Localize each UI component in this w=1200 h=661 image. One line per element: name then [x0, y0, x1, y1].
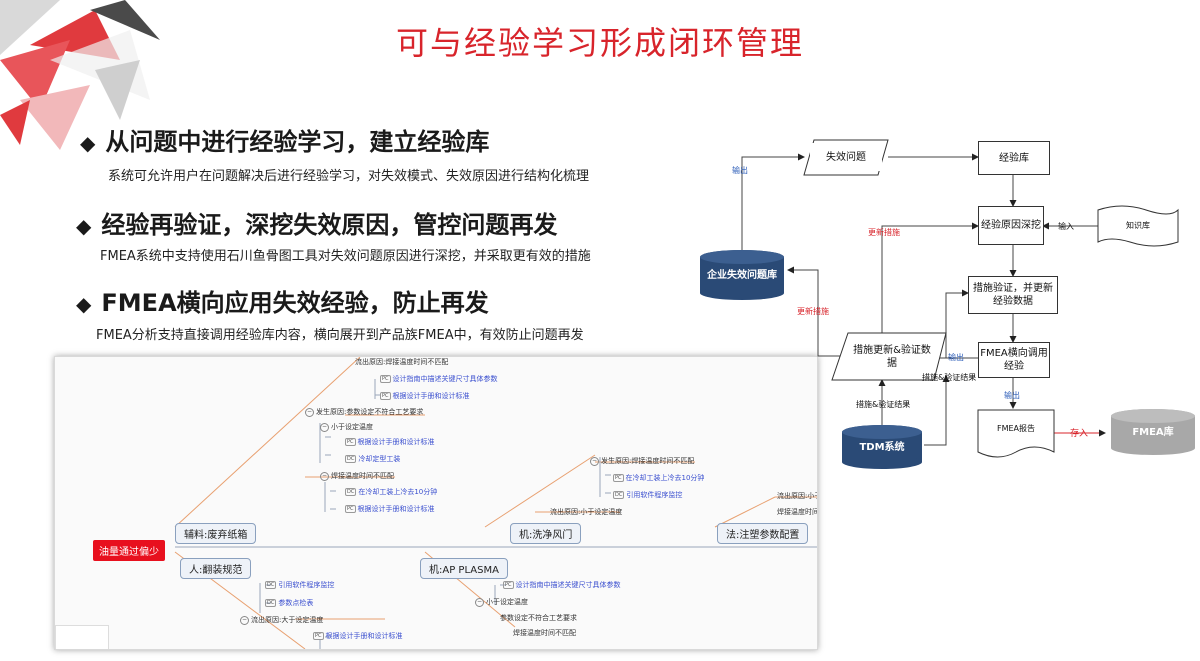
- diamond-icon: ◆: [76, 292, 92, 316]
- flow-label-measure-result: 措施&验证结果: [922, 373, 977, 382]
- fishbone-cause: −发生原因:焊接温度时间不匹配: [590, 456, 695, 466]
- flow-label-output: 输出: [948, 353, 964, 362]
- flow-node-root-cause: 经验原因深挖: [978, 206, 1044, 245]
- fishbone-top-cut: 流出原因:焊接温度时间不匹配: [355, 358, 449, 366]
- page-title: 可与经验学习形成闭环管理: [395, 24, 804, 62]
- flow-label-input: 输入: [1058, 222, 1074, 231]
- flow-node-fmea-lib: FMEA库: [1132, 426, 1174, 438]
- fishbone-subcause: 参数设定不符合工艺要求: [500, 614, 577, 622]
- fishbone-category-method[interactable]: 法:注塑参数配置: [717, 523, 809, 544]
- flow-node-fmea-apply: FMEA横向调用经验: [978, 342, 1050, 378]
- flow-node-experience-lib: 经验库: [978, 141, 1050, 175]
- bullet-desc-1: 系统可允许用户在问题解决后进行经验学习，对失效模式、失效原因进行结构化梳理: [108, 169, 590, 184]
- collapse-icon[interactable]: −: [240, 615, 249, 625]
- fishbone-cause: −流出原因:大于设定温度: [240, 615, 324, 625]
- flow-node-tdm: TDM系统: [859, 441, 905, 453]
- fishbone-subcause: −焊接温度时间不匹配: [320, 471, 394, 481]
- pc-tag: PC: [613, 474, 624, 482]
- fishbone-category-material[interactable]: 辅料:废弃纸箱: [175, 523, 257, 544]
- bullet-heading-1: ◆从问题中进行经验学习，建立经验库: [80, 128, 490, 156]
- fishbone-subcause: 焊接温度时间不匹配: [513, 629, 576, 637]
- flow-node-measure-verify: 措施验证，并更新经验数据: [968, 276, 1058, 314]
- bullet-heading-3: ◆FMEA横向应用失效经验，防止再发: [76, 289, 489, 317]
- pc-tag: PC: [313, 632, 324, 640]
- fishbone-cause: 流出原因:小于: [777, 492, 818, 500]
- pc-tag: PC: [345, 438, 356, 446]
- fishbone-cause: 焊接温度时间不匹配: [777, 508, 818, 516]
- fishbone-category-machine-wash[interactable]: 机:洗净风门: [510, 523, 582, 544]
- dc-tag: DC: [613, 491, 625, 499]
- diamond-icon: ◆: [76, 214, 92, 238]
- dc-tag: DC: [345, 488, 357, 496]
- collapse-icon[interactable]: −: [320, 471, 329, 481]
- flow-label-update-measure: 更新措施: [797, 307, 829, 316]
- corner-panel: [55, 625, 109, 649]
- flow-node-fmea-report: FMEA报告: [996, 423, 1036, 433]
- pc-tag: PC: [380, 392, 391, 400]
- fishbone-root-problem[interactable]: 油量通过偏少: [93, 540, 165, 561]
- fishbone-category-people[interactable]: 人:翻装规范: [180, 558, 252, 579]
- diamond-icon: ◆: [80, 131, 96, 155]
- bullet-desc-3: FMEA分析支持直接调用经验库内容，横向展开到产品族FMEA中，有效防止问题再发: [96, 328, 584, 343]
- corner-decoration: [0, 0, 160, 150]
- fishbone-category-machine-ap[interactable]: 机:AP PLASMA: [420, 558, 508, 579]
- pc-tag: PC: [380, 375, 391, 383]
- dc-tag: DC: [265, 581, 277, 589]
- fishbone-cause: 流出原因:小于设定温度: [550, 508, 623, 516]
- collapse-icon[interactable]: −: [590, 456, 599, 466]
- pc-tag: PC: [503, 581, 514, 589]
- flow-node-measure-update: 措施更新&验证数据: [853, 345, 931, 369]
- fishbone-subcause: −小于设定温度: [475, 597, 528, 607]
- flow-node-enterprise-db: 企业失效问题库: [707, 269, 777, 281]
- bullet-desc-2: FMEA系统中支持使用石川鱼骨图工具对失效问题原因进行深挖，并采取更有效的措施: [100, 249, 591, 264]
- collapse-icon[interactable]: −: [475, 597, 484, 607]
- flow-label-measure-result: 措施&验证结果: [856, 400, 911, 409]
- flow-node-failure-problem: 失效问题: [810, 143, 882, 171]
- flow-node-knowledge-lib: 知识库: [1126, 220, 1150, 230]
- collapse-icon[interactable]: −: [305, 407, 314, 417]
- flow-label-update-measure: 更新措施: [868, 228, 900, 237]
- dc-tag: DC: [265, 599, 277, 607]
- fishbone-cause: −发生原因:参数设定不符合工艺要求: [305, 407, 424, 417]
- collapse-icon[interactable]: −: [320, 422, 329, 432]
- bullet-heading-2: ◆经验再验证，深挖失效原因，管控问题再发: [76, 211, 558, 239]
- fishbone-subcause: −小于设定温度: [320, 422, 373, 432]
- flow-label-output: 输出: [1004, 391, 1020, 400]
- pc-tag: PC: [345, 505, 356, 513]
- dc-tag: DC: [345, 455, 357, 463]
- flow-label-output: 输出: [732, 166, 748, 175]
- flow-label-store: 存入: [1070, 429, 1089, 439]
